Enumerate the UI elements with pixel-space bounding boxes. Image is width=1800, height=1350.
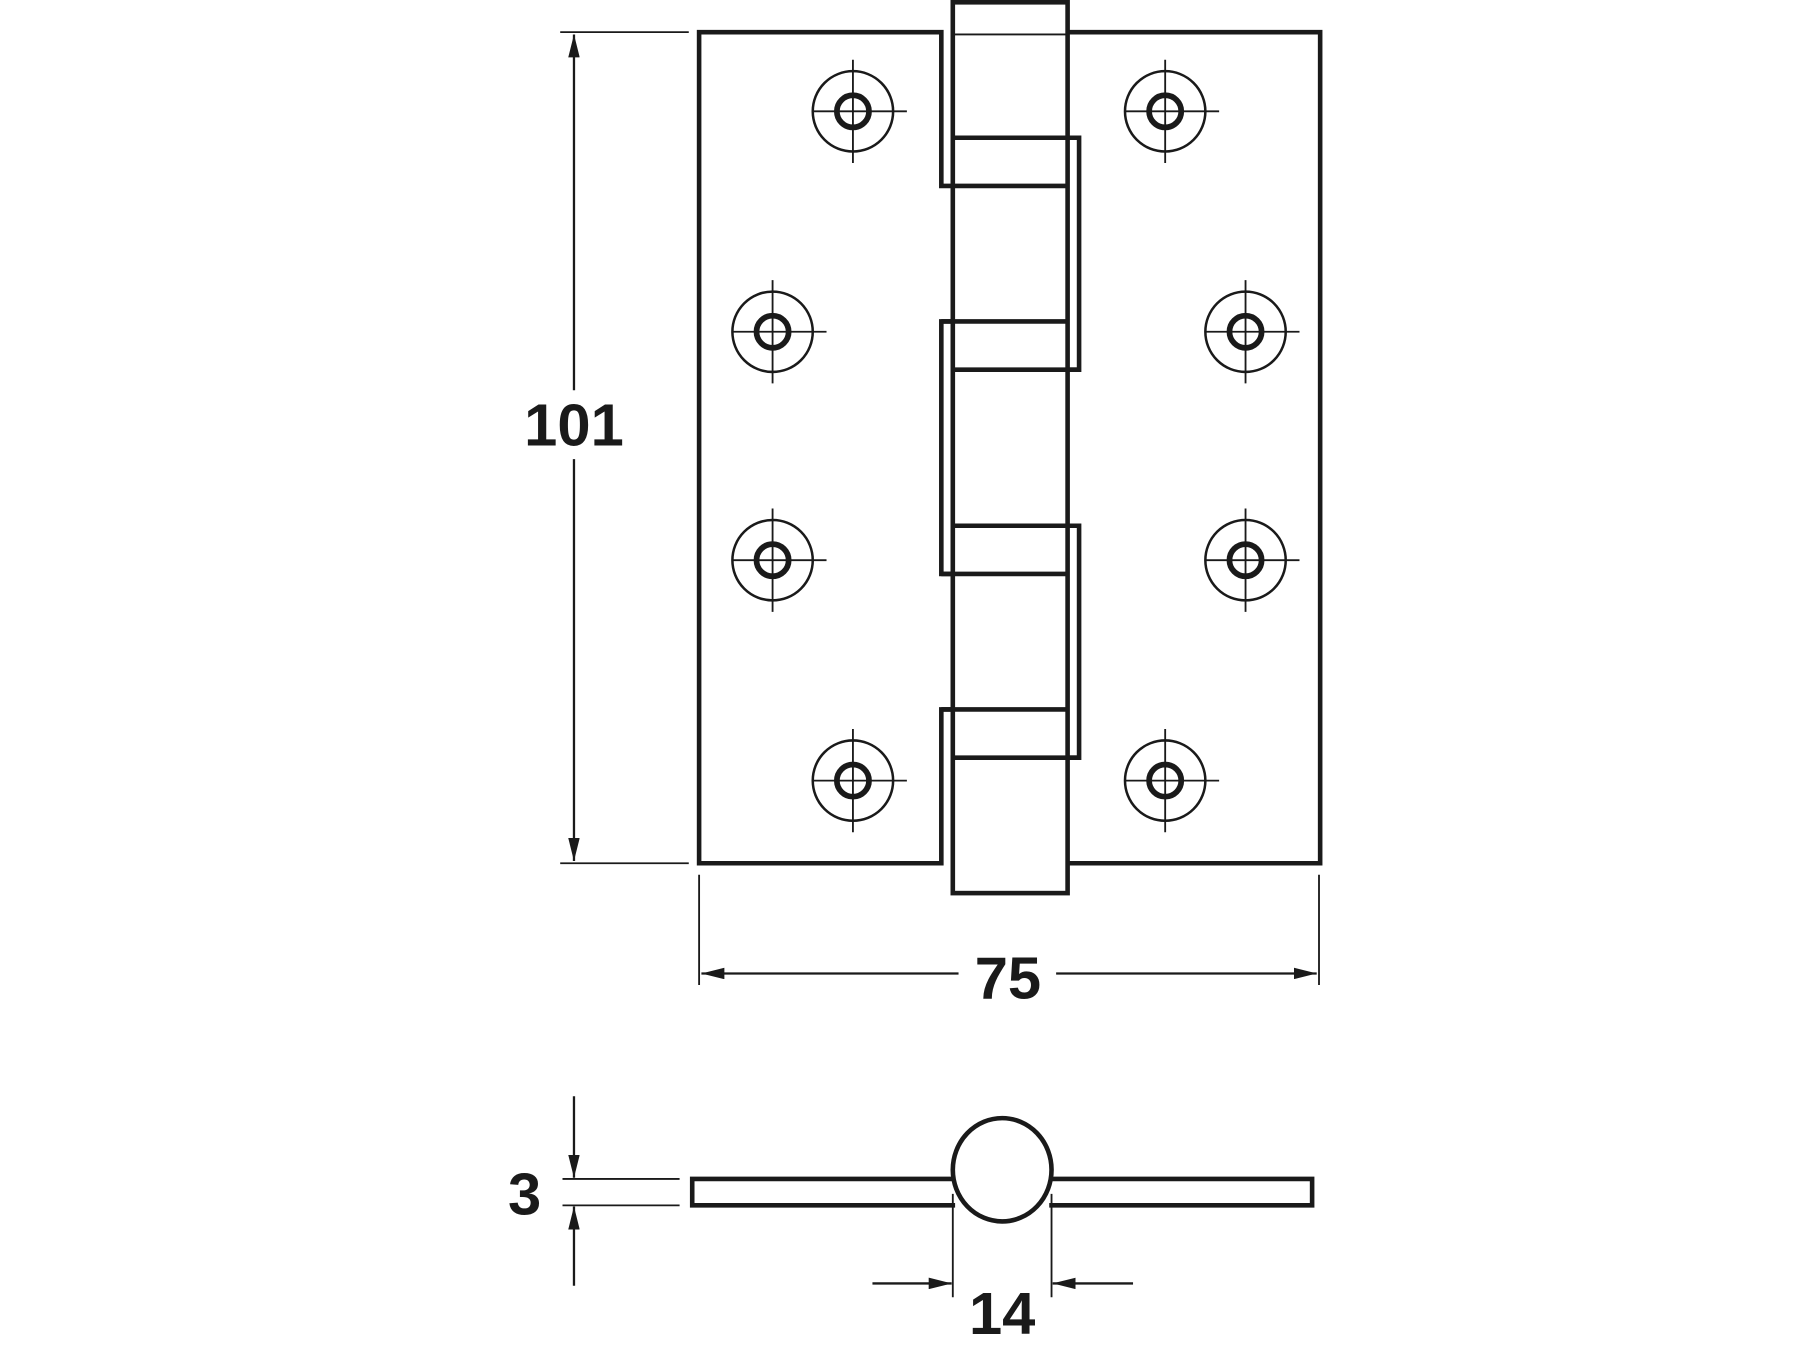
thickness-dimension: 3 [508, 1096, 680, 1286]
right-leaf [1067, 29, 1323, 866]
screw-hole-icon [731, 508, 827, 612]
screw-hole-icon [1123, 728, 1220, 833]
screw-hole-icon [811, 728, 907, 833]
screw-hole-icon [731, 280, 827, 384]
left-leaf [696, 29, 953, 866]
height-dimension: 101 [524, 31, 689, 865]
screw-hole-icon [1123, 59, 1220, 164]
knuckle-segments [941, 135, 1080, 760]
thickness-label: 3 [508, 1161, 541, 1228]
hinge-front-view [696, 0, 1323, 896]
screw-holes [731, 59, 1300, 833]
knuckle-diameter-label: 14 [969, 1280, 1035, 1347]
hinge-side-view [689, 1115, 1315, 1224]
screw-hole-icon [1204, 508, 1300, 612]
screw-hole-icon [1204, 280, 1300, 384]
knuckle-dimension: 14 [872, 1193, 1134, 1347]
knuckle [950, 0, 1070, 896]
screw-hole-icon [811, 59, 907, 164]
width-dimension: 75 [698, 874, 1320, 1012]
height-label: 101 [524, 391, 624, 458]
width-label: 75 [975, 945, 1041, 1012]
